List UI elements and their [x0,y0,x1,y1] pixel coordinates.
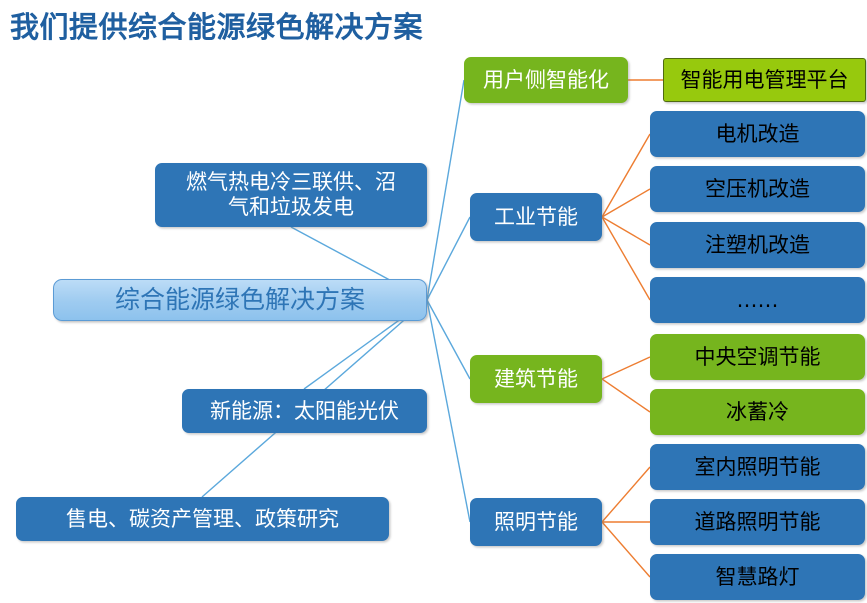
node-road-lighting-energy-saving[interactable]: 道路照明节能 [650,499,865,545]
page-title: 我们提供综合能源绿色解决方案 [10,10,424,44]
connector-lighting-to-indoor [601,466,651,523]
node-power-sales-carbon-policy[interactable]: 售电、碳资产管理、政策研究 [16,497,389,541]
connector-building-to-hvac [601,356,651,380]
node-injection-molding-retrofit[interactable]: 注塑机改造 [650,222,865,268]
connector-industry-to-compressor [601,188,651,218]
connector-building-to-icestorage [601,378,651,413]
connector-root-to-user-smart [426,79,465,301]
node-gas-trigeneration[interactable]: 燃气热电冷三联供、沼 气和垃圾发电 [155,163,427,227]
node-smart-streetlamp[interactable]: 智慧路灯 [650,554,865,600]
connector-industry-to-motor [601,133,651,218]
connector-root-to-industry [426,216,471,301]
node-smart-power-management-platform[interactable]: 智能用电管理平台 [663,58,866,102]
connector-root-to-building [426,299,471,380]
node-industrial-energy-saving[interactable]: 工业节能 [470,193,602,241]
node-indoor-lighting-energy-saving[interactable]: 室内照明节能 [650,444,865,490]
node-ice-storage-cooling[interactable]: 冰蓄冷 [650,389,865,435]
connector-lighting-to-streetlamp [601,521,651,578]
node-industrial-more[interactable]: …… [650,277,865,323]
connector-industry-to-injection [601,216,651,246]
node-lighting-energy-saving[interactable]: 照明节能 [470,498,602,546]
node-central-ac-energy-saving[interactable]: 中央空调节能 [650,334,865,380]
node-new-energy-solar[interactable]: 新能源：太阳能光伏 [182,389,427,433]
node-air-compressor-retrofit[interactable]: 空压机改造 [650,166,865,212]
connector-industry-to-more [601,216,651,301]
connector-root-to-lighting [426,299,471,523]
node-building-energy-saving[interactable]: 建筑节能 [470,355,602,403]
node-root[interactable]: 综合能源绿色解决方案 [53,279,427,321]
node-user-side-intelligence[interactable]: 用户侧智能化 [464,57,628,103]
node-motor-retrofit[interactable]: 电机改造 [650,111,865,157]
